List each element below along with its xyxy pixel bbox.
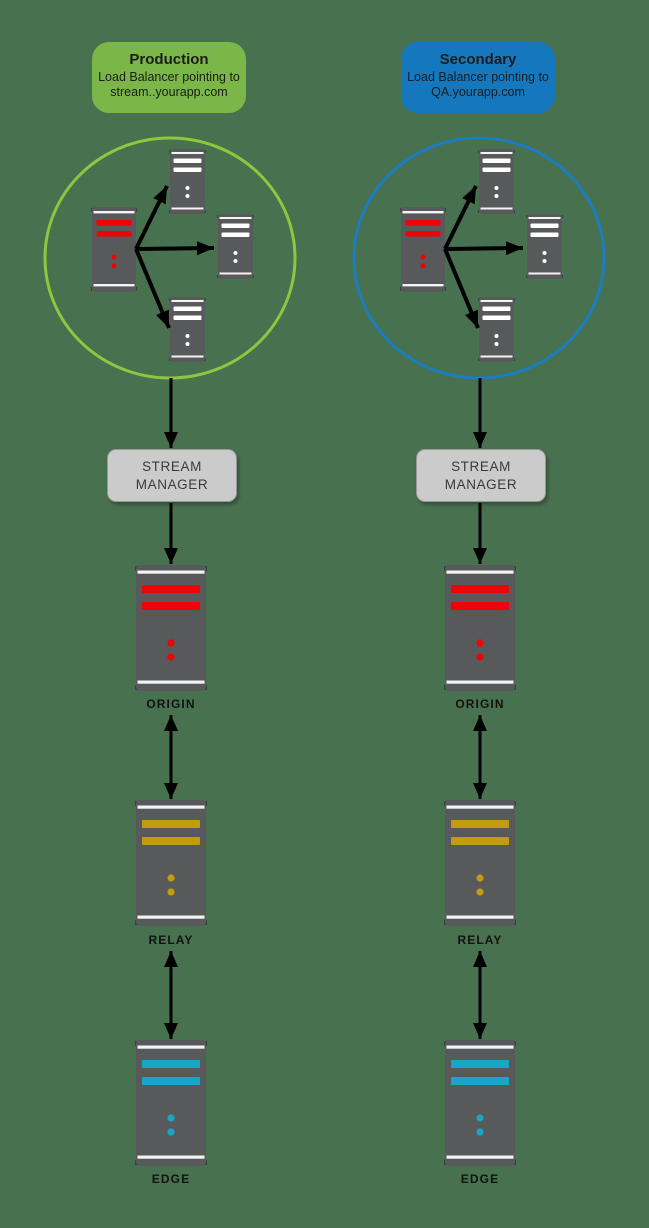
production-cluster-node-2-icon: [217, 214, 254, 279]
secondary-cluster-node-1-icon: [478, 149, 515, 214]
production-stream-manager-label-2: MANAGER: [135, 476, 209, 492]
secondary-stream-manager-label-1: STREAM: [451, 458, 511, 474]
secondary-env-subtitle-1: Load Balancer pointing to: [407, 69, 549, 84]
secondary-stream-manager-box: STREAM MANAGER: [416, 449, 546, 502]
production-arrow-origin-relay: [164, 715, 178, 799]
production-origin-server-icon: [135, 565, 207, 691]
production-cluster-node-1-icon: [169, 149, 206, 214]
secondary-cluster-arrows: [443, 185, 524, 329]
secondary-origin-label: ORIGIN: [455, 697, 505, 711]
secondary-load-balancer-server-icon: [400, 207, 446, 292]
secondary-arrow-stream-manager-to-origin: [473, 503, 487, 564]
production-load-balancer-server-icon: [91, 207, 137, 292]
secondary-stream-manager-label-2: MANAGER: [444, 476, 518, 492]
production-cluster-arrows: [134, 185, 215, 329]
secondary-edge-server-icon: [444, 1040, 516, 1166]
secondary-cluster-node-3-icon: [478, 297, 515, 362]
secondary-relay-server-icon: [444, 800, 516, 926]
secondary-arrow-relay-edge: [473, 951, 487, 1039]
secondary-relay-label: RELAY: [457, 933, 503, 947]
production-cluster-node-3-icon: [169, 297, 206, 362]
production-env-label: Production Load Balancer pointing to str…: [92, 42, 246, 113]
secondary-cluster-node-2-icon: [526, 214, 563, 279]
secondary-arrow-cluster-to-stream-manager: [473, 378, 487, 448]
production-origin-label: ORIGIN: [146, 697, 196, 711]
production-env-subtitle-1: Load Balancer pointing to: [98, 69, 240, 84]
production-edge-server-icon: [135, 1040, 207, 1166]
production-stream-manager-box: STREAM MANAGER: [107, 449, 237, 502]
production-arrow-stream-manager-to-origin: [164, 503, 178, 564]
production-arrow-cluster-to-stream-manager: [164, 378, 178, 448]
secondary-env-label: Secondary Load Balancer pointing to QA.y…: [401, 42, 555, 113]
secondary-env-subtitle-2: QA.yourapp.com: [431, 85, 525, 99]
production-relay-server-icon: [135, 800, 207, 926]
production-relay-label: RELAY: [148, 933, 194, 947]
secondary-origin-server-icon: [444, 565, 516, 691]
secondary-arrow-origin-relay: [473, 715, 487, 799]
production-arrow-relay-edge: [164, 951, 178, 1039]
production-env-subtitle-2: stream..yourapp.com: [110, 85, 228, 99]
secondary-env-title: Secondary: [439, 51, 517, 68]
production-env-title: Production: [129, 51, 209, 68]
secondary-edge-label: EDGE: [460, 1172, 500, 1186]
production-stream-manager-label-1: STREAM: [142, 458, 202, 474]
production-edge-label: EDGE: [151, 1172, 191, 1186]
